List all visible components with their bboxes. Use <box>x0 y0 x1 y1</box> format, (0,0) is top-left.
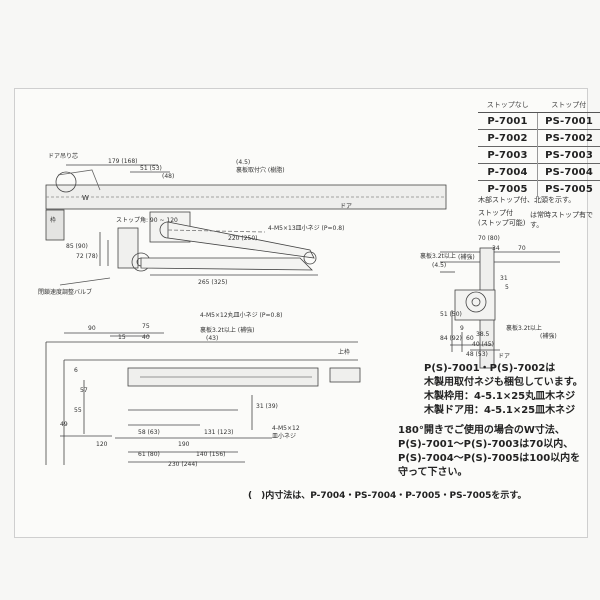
closer-side <box>454 289 496 321</box>
label-side-reinforce: (補強) <box>458 253 475 261</box>
ref-4-5: (4.5) <box>236 159 250 166</box>
dim-side-40: 40 (45) <box>472 341 494 348</box>
table-cell: PS-7001 <box>537 112 600 130</box>
spindle-side <box>465 291 487 313</box>
side-view <box>440 247 560 369</box>
note-line-5: 180°開きでご使用の場合のW寸法、 <box>398 425 565 436</box>
dim-57: 57 <box>80 387 88 394</box>
note-line-1: P(S)-7001・P(S)-7002は <box>424 363 556 374</box>
dim-side-34: 34 <box>492 245 500 252</box>
table-cell: P-7001 <box>478 112 538 130</box>
dim-side-51: 51 (50) <box>440 311 462 318</box>
closer-body <box>117 227 139 269</box>
dim-230: 230 (244) <box>168 461 198 468</box>
note-line-2: 木製用取付ネジも梱包しています。 <box>424 377 583 388</box>
label-side-door: ドア <box>498 353 510 360</box>
dim-72: 72 (78) <box>76 253 98 260</box>
note-line-6: P(S)-7001～P(S)-7003は70以内、 <box>398 439 574 450</box>
label-w: W <box>82 194 89 202</box>
table-note: ストップ付 <box>478 209 513 217</box>
dim-49: 49 <box>60 421 68 428</box>
dim-179: 179 (168) <box>108 158 138 165</box>
note-line-8: 守って下さい。 <box>398 467 468 478</box>
front-view <box>45 332 361 465</box>
table-cell: PS-7002 <box>537 129 600 147</box>
dim-51: 51 (53) <box>140 165 162 172</box>
bracket-front <box>329 367 361 383</box>
hinge-circle <box>55 171 77 193</box>
label-frame: 枠 <box>50 216 56 224</box>
dim-55: 55 <box>74 407 82 414</box>
dim-side-70b: 70 <box>518 245 526 252</box>
table-note: (ストップ可能) <box>478 219 526 227</box>
label-bracket-hole: 裏板取付穴 (樹脂) <box>236 166 285 174</box>
dim-190: 190 <box>178 441 190 448</box>
dim-side-70: 70 (80) <box>478 235 500 242</box>
label-screw2: 4-M5×12 <box>272 425 300 432</box>
note-line-7: P(S)-7004～P(S)-7005は100以内を <box>398 453 581 464</box>
dim-85: 85 (90) <box>66 243 88 250</box>
dim-40: 40 <box>142 334 150 341</box>
label-front-screw: 4-M5×12丸皿小ネジ (P=0.8) <box>200 311 282 319</box>
label-front-bracket: 裏板3.2t以上 (補強) <box>200 326 254 334</box>
dim-side-9: 9 <box>460 325 464 332</box>
dim-15: 15 <box>118 334 126 341</box>
dim-side-60: 60 <box>466 335 474 342</box>
dim-side-38: 38.5 <box>476 331 490 338</box>
dim-90: 90 <box>88 325 96 332</box>
label-screw: 4-M5×13皿小ネジ (P=0.8) <box>268 224 344 232</box>
dim-265: 265 (325) <box>198 279 228 286</box>
dim-61: 61 (80) <box>138 451 160 458</box>
label-door: ドア <box>340 203 352 210</box>
arm-joint <box>303 251 317 265</box>
table-cell: P-7003 <box>478 146 538 164</box>
top-view <box>45 164 447 286</box>
dim-side-5: 5 <box>505 284 509 291</box>
label-side-bracket: 裏板3.2t以上 <box>420 252 456 260</box>
dim-58: 58 (63) <box>138 429 160 436</box>
table-cell: PS-7003 <box>537 146 600 164</box>
dim-131: 131 (123) <box>204 429 234 436</box>
table-cell: P-7002 <box>478 129 538 147</box>
dim-side-84: 84 (92) <box>440 335 462 342</box>
table-cell: PS-7004 <box>537 163 600 181</box>
note-line-3: 木製枠用：4-5.1×25丸皿木ネジ <box>424 391 576 402</box>
dim-75: 75 <box>142 323 150 330</box>
table-note: 木部ストップ付、北頭を示す。 <box>478 196 576 204</box>
note-footnote: ( )内寸法は、P-7004・PS-7004・P-7005・PS-7005を示す… <box>248 491 527 501</box>
dim-220: 220 (250) <box>228 235 258 242</box>
table-cell: P-7005 <box>478 180 538 197</box>
dim-side-31: 31 <box>500 275 508 282</box>
label-adjust-valve: 閉鎖速度調整バルブ <box>38 288 92 296</box>
note-line-4: 木製ドア用：4-5.1×25皿木ネジ <box>424 405 576 416</box>
frame-outline <box>45 341 358 465</box>
table-note: は常時ストップ有です。 <box>530 211 593 229</box>
dim-6: 6 <box>74 367 78 374</box>
frame-block <box>45 209 65 241</box>
table-cell: P-7004 <box>478 163 538 181</box>
dim-43: (43) <box>206 335 218 342</box>
label-screw2b: 皿小ネジ <box>272 432 296 440</box>
stop-range: ストップ角: 90 ~ 120 <box>116 216 178 224</box>
label-side-reinforce2: (補強) <box>540 332 557 340</box>
forearm <box>140 257 313 271</box>
ref-48: (48) <box>162 173 174 180</box>
label-side-bracket2: 裏板3.2t以上 <box>506 324 542 332</box>
dim-120: 120 <box>96 441 108 448</box>
ref-side-4-5: (4.5) <box>432 262 446 269</box>
table-cell: PS-7005 <box>537 180 600 197</box>
dim-31: 31 (39) <box>256 403 278 410</box>
dim-side-48: 48 (53) <box>466 351 488 358</box>
dim-140: 140 (156) <box>196 451 226 458</box>
label-door-hinge: ドア吊り芯 <box>48 152 78 160</box>
label-top-frame: 上枠 <box>338 348 350 356</box>
